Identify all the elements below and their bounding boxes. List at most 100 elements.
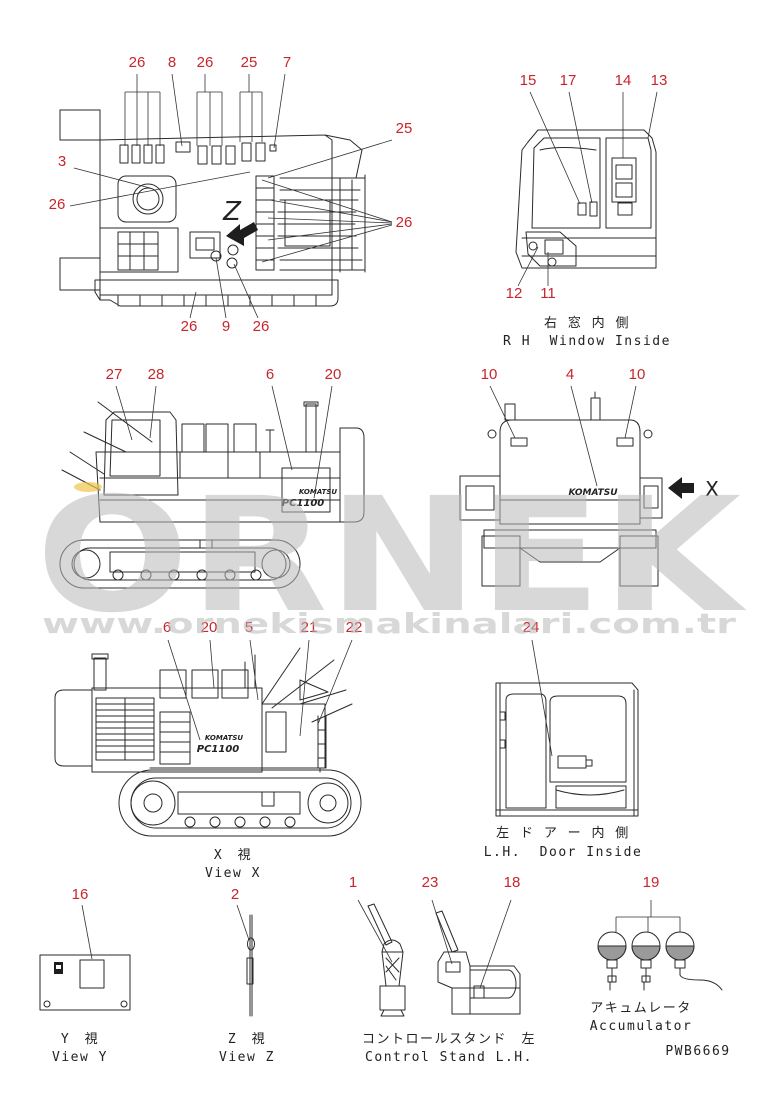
bolt [120,1000,128,1008]
callout-number: 26 [181,318,198,335]
door-window [549,695,627,809]
callout-number: 4 [566,366,574,383]
control-stand-view: 1 23 18 コントロールスタンド 左 Control Stand L.H. [349,874,536,1065]
callout-number: 20 [201,619,218,636]
exhaust-stack [303,401,319,453]
callout-number: 16 [72,886,89,903]
leader-lines [517,91,658,287]
callout-number: 28 [148,366,165,383]
sprocket-hub [143,793,163,813]
view-label-en: Control Stand L.H. [365,1050,533,1065]
view-x-marker: X [705,477,719,501]
view-label-jp: Y 視 [61,1032,99,1047]
leader-lines [615,900,681,932]
idler [307,782,349,824]
counterweight [54,689,93,767]
console-lever [435,910,461,973]
callout-number: 2 [231,886,239,903]
cab-decals [577,157,637,217]
callout-number: 21 [301,619,318,636]
cab-controls [525,231,577,267]
view-label-jp: X 視 [214,848,252,863]
leader-lines [489,385,637,487]
callout-number: 6 [163,619,171,636]
cab-area [244,647,353,769]
brand-lettering: KOMATSU [205,734,243,742]
sprocket [261,549,291,579]
view-label-en: View X [205,866,261,881]
top-view: Z 26 8 26 25 7 25 3 26 26 26 9 26 [49,54,413,335]
rear-view: KOMATSU X 10 4 10 [459,366,719,587]
callout-number: 1 [349,874,357,891]
accumulator-fittings [606,959,723,991]
leader-lines [69,73,393,319]
door-decal [557,755,593,769]
side-panel [99,227,179,273]
brand-lettering: KOMATSU [568,488,618,498]
lever-grip [381,951,404,987]
callout-number: 18 [504,874,521,891]
lever-base [379,985,406,1017]
callout-number: 25 [241,54,258,71]
view-label-en: View Z [219,1050,275,1065]
fitting [226,257,238,269]
view-label-jp: コントロールスタンド 左 [362,1032,536,1047]
cab [103,411,179,496]
view-y: 16 Y 視 View Y [39,886,131,1065]
switch-icon-window [56,965,61,969]
view-label-jp: アキュムレータ [590,1001,692,1016]
track-roller [224,569,236,581]
track-roller [112,569,124,581]
track [118,769,362,837]
leader-lines [81,904,93,960]
lh-door-inside-view: 24 左 ド ア ー 内 側 L.H. Door Inside [484,619,641,860]
control-knob [547,257,557,267]
seat-ring [132,183,164,215]
callout-number: 17 [560,72,577,89]
track-roller [196,569,208,581]
view-label-en: Accumulator [590,1019,693,1034]
side-boxes [459,475,663,521]
view-label-en: R H Window Inside [503,334,671,349]
bolt [43,1000,51,1008]
rod-fitting [247,937,255,951]
callout-number: 24 [523,619,540,636]
top-stacks [504,391,601,421]
idler [71,549,101,579]
left-window [499,693,547,809]
walkway-steps [255,175,275,271]
track-roller [250,569,262,581]
watermark: ORNEK www.ornekismakinalari.com.tr [36,464,747,648]
callout-number: 26 [253,318,270,335]
view-z-marker: Z [222,197,242,227]
callout-number: 14 [615,72,632,89]
model-lettering: PC1100 [197,744,240,755]
callout-number: 27 [106,366,123,383]
panel [39,954,131,1011]
track-left-upper [59,109,101,291]
boom-structure [277,174,366,273]
fitting [210,250,222,262]
rear-body [499,419,641,525]
callout-number: 20 [325,366,342,383]
rear-decals [510,437,634,447]
callout-number: 15 [520,72,537,89]
sprocket [130,780,176,826]
track-roller [284,816,296,828]
idler-hub [319,794,337,812]
callout-number: 7 [283,54,291,71]
brand-lettering: KOMATSU [299,488,337,496]
callout-number: 9 [222,318,230,335]
track-roller [184,816,196,828]
decal-row [119,141,277,165]
callout-number: 22 [346,619,363,636]
callout-number: 19 [643,874,660,891]
exhaust-stack [91,653,109,691]
operator-seat [117,175,177,223]
view-label-jp: 右 窓 内 側 [544,315,630,331]
undercarriage [481,529,659,587]
lamp [487,429,497,439]
drawing-code: PWB6669 [665,1044,730,1059]
callout-number: 10 [481,366,498,383]
leader-lines [531,639,553,757]
